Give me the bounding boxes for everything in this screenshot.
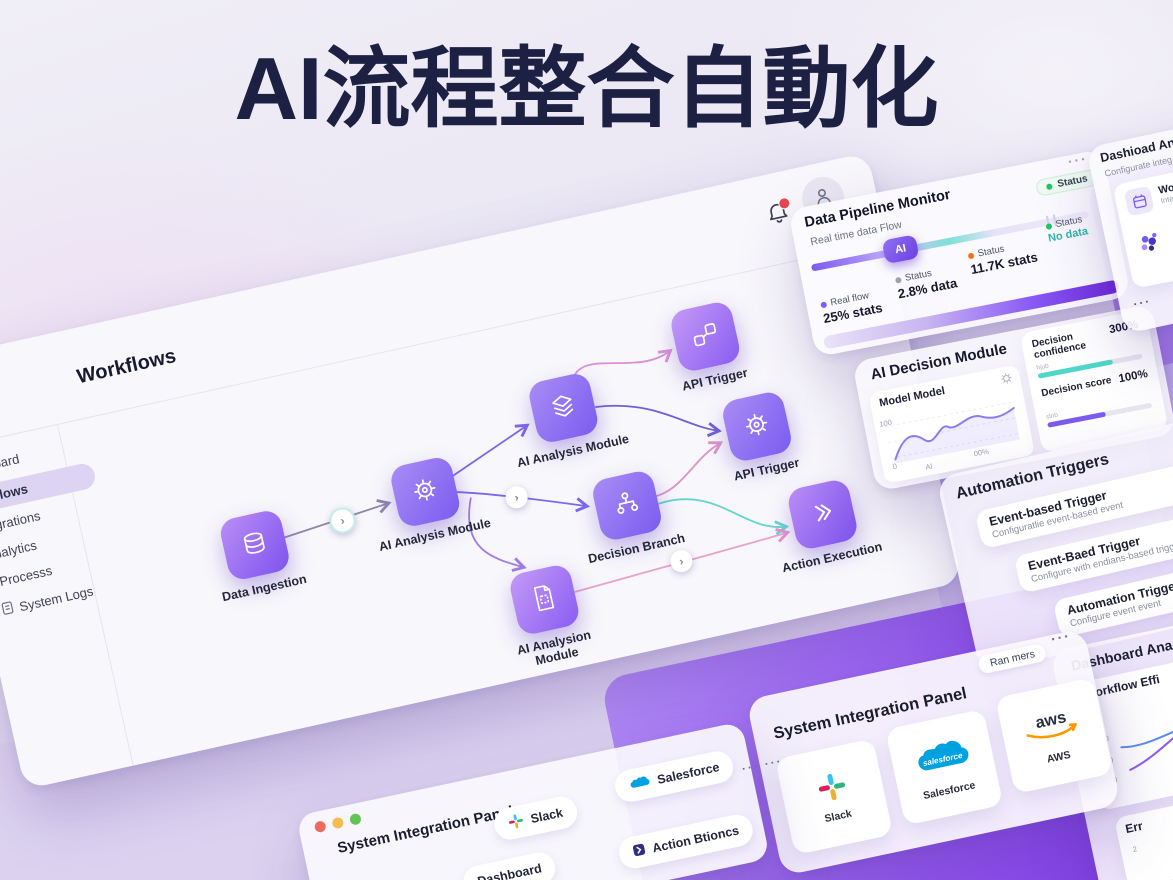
connector-chevron-badge: ›: [503, 484, 530, 511]
system-integration-panel-right: ··· Ran mers System Integration Panel Sl…: [746, 627, 1121, 877]
status-dot: [1046, 182, 1054, 190]
salesforce-logo-icon: salesforce: [910, 732, 976, 786]
node-action-execution[interactable]: [785, 477, 860, 552]
branch-icon: [609, 485, 646, 526]
notification-bell-icon[interactable]: [764, 196, 793, 230]
double-chevron-icon: [804, 494, 841, 535]
ai-decision-module-card: AI Decision Module Model Model 100 0 AI …: [852, 303, 1173, 492]
dashload-list: Worl Inte: [1112, 155, 1173, 290]
system-integration-panel-left: System Integration Panel Slack Salesforc…: [296, 721, 784, 880]
maximize-light[interactable]: [348, 812, 362, 826]
workflows-title: Workflows: [74, 344, 179, 389]
run-more-button[interactable]: Ran mers: [977, 642, 1048, 675]
connector-chevron-badge: ›: [668, 548, 695, 575]
model-line-chart: [884, 401, 1021, 464]
user-avatar[interactable]: [798, 172, 849, 223]
connector-chevron-badge: ›: [327, 505, 359, 537]
window-traffic-lights: [313, 812, 362, 834]
svg-text:aws: aws: [1034, 708, 1068, 732]
node-api-trigger-1[interactable]: [668, 299, 743, 374]
more-menu-icon[interactable]: ···: [1132, 293, 1153, 312]
gear-icon[interactable]: [999, 371, 1015, 391]
salesforce-pill[interactable]: Salesforce: [612, 748, 737, 805]
action-icon: [631, 842, 647, 860]
stat-real-flow: Real flow 25% stats: [820, 290, 884, 327]
calendar-icon: [1123, 185, 1155, 217]
action-buttons-pill[interactable]: Action Btioncs: [615, 811, 756, 872]
dashboard-pill[interactable]: Dashboard: [460, 849, 559, 880]
cluster-icon: [1135, 231, 1162, 260]
node-ai-analysis-module-gear[interactable]: [388, 454, 463, 529]
document-icon: [0, 600, 15, 619]
close-light[interactable]: [313, 820, 327, 834]
more-menu-icon[interactable]: ···: [1066, 150, 1090, 170]
sidebar-item-integrations[interactable]: Integrations: [0, 508, 42, 538]
slack-tile[interactable]: Slack: [774, 738, 894, 856]
more-menu-icon[interactable]: ···: [1049, 627, 1073, 648]
aws-tile[interactable]: aws AWS: [995, 677, 1114, 795]
database-icon: [236, 525, 273, 566]
slack-pill[interactable]: Slack: [491, 793, 580, 843]
page-title: AI流程整合自動化: [234, 39, 939, 138]
minimize-light[interactable]: [331, 816, 345, 830]
sidebar-item-dashboard[interactable]: Dashboard: [0, 451, 21, 480]
layers-icon: [545, 388, 582, 429]
sidebar-item-analytics[interactable]: Analytics: [0, 537, 39, 564]
model-chart-card: Model Model 100 0 AI 00%: [868, 364, 1036, 484]
node-data-ingestion[interactable]: [217, 508, 292, 583]
node-api-trigger-2[interactable]: [720, 389, 794, 464]
node-ai-analysion-module[interactable]: [507, 562, 582, 637]
node-decision-branch[interactable]: [590, 468, 665, 543]
slack-logo-icon: [814, 769, 851, 809]
stat-status-k: Status 11.7K stats: [967, 243, 1039, 278]
status-badge: Status: [1035, 168, 1099, 197]
salesforce-logo-icon: [627, 773, 652, 794]
dashload-card: Dashioad An Configurate integ Worl Inte …: [1086, 112, 1173, 334]
gear-icon: [739, 406, 776, 447]
person-icon: [811, 183, 836, 212]
document-gear-icon: [526, 579, 563, 620]
integration-panel-title: System Integration Panel: [335, 802, 515, 857]
sidebar-item-system-logs[interactable]: System Logs: [0, 582, 95, 619]
ai-slider-handle[interactable]: AI: [881, 234, 920, 265]
score-bar: [1047, 402, 1153, 428]
api-boxes-icon: [687, 316, 724, 357]
salesforce-tile[interactable]: salesforce Salesforce: [885, 708, 1004, 826]
gear-icon: [407, 472, 444, 513]
sidebar-item-process[interactable]: Processs: [0, 562, 54, 590]
stat-status-data: Status 2.8% data: [894, 267, 959, 302]
aws-logo-icon: aws: [1018, 702, 1087, 753]
slack-logo-icon: [506, 811, 526, 833]
node-ai-analysis-module-layers[interactable]: [526, 371, 601, 446]
